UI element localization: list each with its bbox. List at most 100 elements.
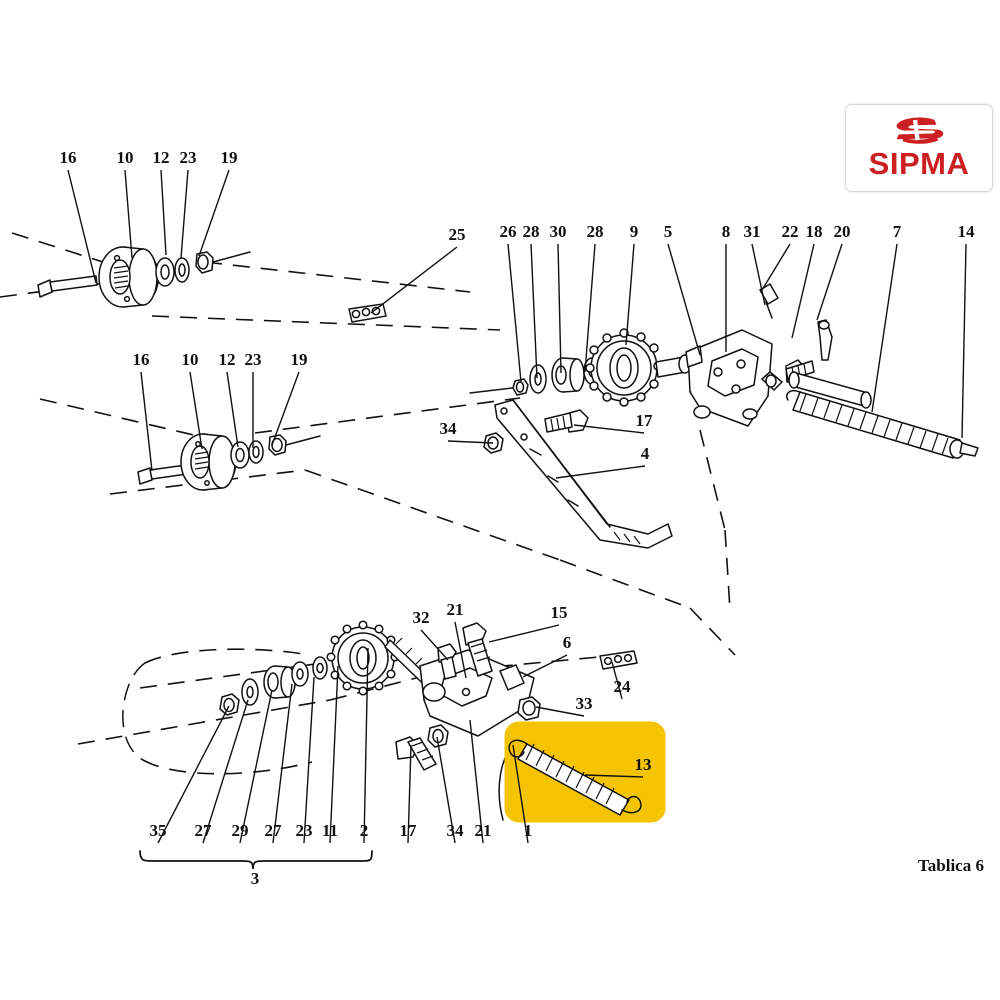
callout-17: 17 xyxy=(400,744,418,844)
callout-35: 35 xyxy=(150,705,230,844)
callout-29: 29 xyxy=(232,689,273,844)
part-number-label: 21 xyxy=(475,821,492,840)
callout-11: 11 xyxy=(322,665,339,844)
shaft-stack-center xyxy=(469,328,692,407)
callout-15: 15 xyxy=(488,603,568,643)
leader-line xyxy=(611,661,623,700)
bearing-30 xyxy=(551,357,585,393)
leader-line xyxy=(751,243,766,306)
arm-4 xyxy=(483,399,673,549)
part-number-label: 35 xyxy=(150,821,167,840)
coil-spring-13 xyxy=(508,739,642,816)
sleeve-tube xyxy=(788,371,872,409)
callout-34: 34 xyxy=(436,736,464,844)
callout-10: 10 xyxy=(182,350,203,450)
washer-28-a xyxy=(529,364,547,394)
callout-27: 27 xyxy=(265,683,293,844)
callout-7: 7 xyxy=(871,222,902,413)
callout-13: 13 xyxy=(584,755,652,778)
leader-line xyxy=(816,243,843,321)
part-number-label: 23 xyxy=(296,821,313,840)
part-number-label: 23 xyxy=(180,148,197,167)
leader-line xyxy=(436,736,456,844)
leader-line xyxy=(584,774,644,778)
callout-12: 12 xyxy=(219,350,239,448)
table-caption: Tablica 6 xyxy=(918,856,984,875)
leader-line xyxy=(557,243,562,374)
part-number-label: 19 xyxy=(291,350,308,369)
group-brace-3: 3 xyxy=(139,850,373,888)
washer-27-b xyxy=(291,661,309,687)
chain-link-25 xyxy=(348,303,387,323)
leader-line xyxy=(198,169,230,257)
part-number-label: 25 xyxy=(449,225,466,244)
callout-4: 4 xyxy=(555,444,650,479)
bracket-housing-5-8 xyxy=(685,329,773,427)
leader-line xyxy=(791,243,815,339)
leader-line xyxy=(488,624,560,643)
part-number-label: 4 xyxy=(641,444,650,463)
hub-assembly-upper-left xyxy=(37,246,251,308)
leader-line xyxy=(189,371,203,450)
part-number-label: 32 xyxy=(413,608,430,627)
sipma-s-mark-icon xyxy=(896,117,944,144)
part-number-label: 33 xyxy=(576,694,593,713)
washer-27-a xyxy=(241,678,259,706)
washer-23-upper xyxy=(174,257,190,283)
part-number-label: 24 xyxy=(614,677,632,696)
callout-8: 8 xyxy=(722,222,730,352)
part-number-label: 12 xyxy=(153,148,170,167)
part-number-label: 1 xyxy=(524,821,533,840)
bolt-15 xyxy=(462,622,493,677)
part-number-label: 28 xyxy=(587,222,604,241)
part-number-label: 34 xyxy=(440,419,458,438)
washer-12-lower xyxy=(230,441,250,469)
callout-16: 16 xyxy=(60,148,97,284)
spring-end-fitting-14 xyxy=(949,439,979,459)
callout-33: 33 xyxy=(535,694,593,717)
callout-32: 32 xyxy=(413,608,449,661)
hub-10-lower xyxy=(180,433,237,491)
part-number-label: 22 xyxy=(782,222,799,241)
coil-spring-7 xyxy=(786,389,979,459)
leader-line xyxy=(226,371,239,448)
leader-line xyxy=(140,371,153,472)
leader-line xyxy=(272,683,293,844)
part-number-label: 7 xyxy=(893,222,902,241)
bolt-17-arm xyxy=(544,409,589,433)
leader-line xyxy=(535,706,585,717)
leader-line xyxy=(407,744,412,844)
part-number-label: 17 xyxy=(400,821,418,840)
hub-assembly-mid-left xyxy=(137,433,321,491)
bracket-6 xyxy=(395,622,541,771)
callout-21: 21 xyxy=(447,600,467,679)
leader-line xyxy=(573,424,645,434)
leader-line xyxy=(370,246,458,314)
leader-line xyxy=(447,440,494,444)
part-number-label: 27 xyxy=(265,821,283,840)
part-number-label: 13 xyxy=(635,755,652,774)
nut-35 xyxy=(219,693,240,716)
part-number-label: 6 xyxy=(563,633,572,652)
callout-12: 12 xyxy=(153,148,170,256)
callout-1: 1 xyxy=(512,744,533,844)
callout-19: 19 xyxy=(271,350,308,446)
leader-line xyxy=(507,243,522,383)
part-number-label: 23 xyxy=(245,350,262,369)
leader-line xyxy=(625,243,635,346)
callout-26: 26 xyxy=(500,222,522,383)
leader-line xyxy=(202,699,249,844)
leader-line xyxy=(530,243,538,379)
leader-line xyxy=(761,243,791,291)
callout-9: 9 xyxy=(625,222,638,346)
part-number-label: 10 xyxy=(182,350,199,369)
leader-line xyxy=(67,169,97,284)
drum-outline xyxy=(122,648,313,775)
bolt-16-upper xyxy=(37,275,98,298)
leader-line xyxy=(555,465,646,479)
part-number-label: 5 xyxy=(664,222,673,241)
callout-25: 25 xyxy=(370,225,466,314)
hub-10-upper xyxy=(98,246,160,308)
